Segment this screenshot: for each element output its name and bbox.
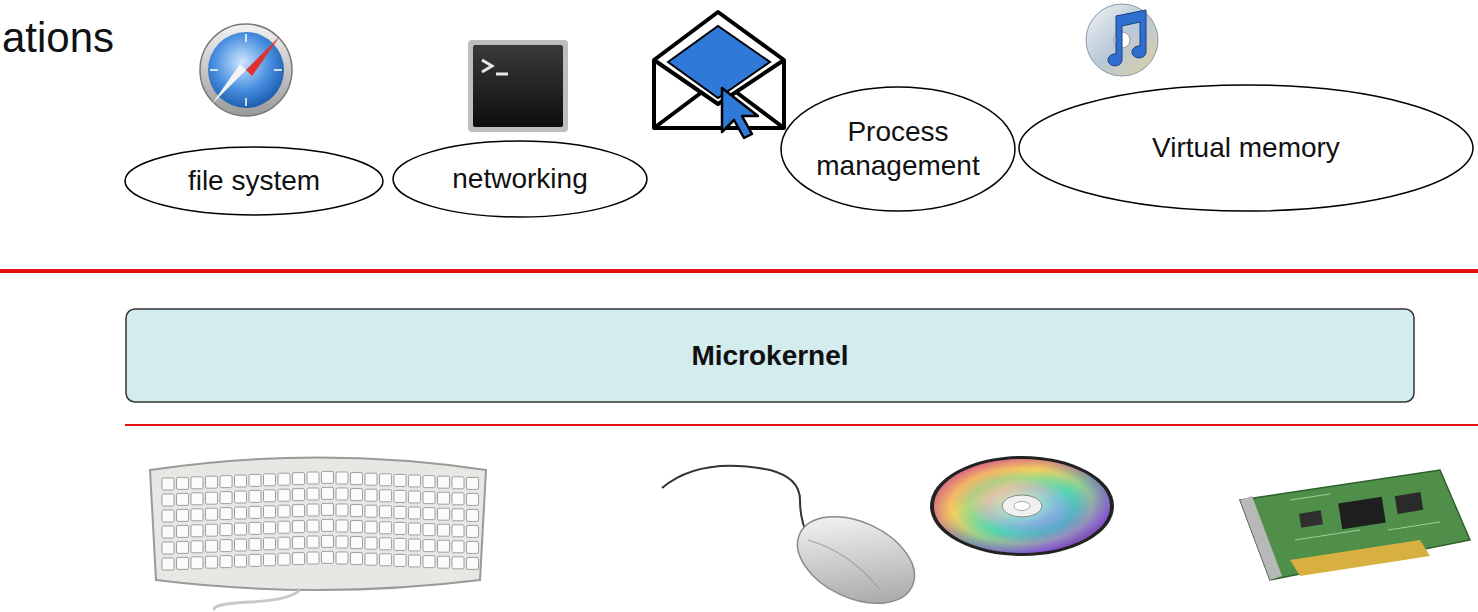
text-group: networking bbox=[452, 162, 587, 196]
keyboard-picture bbox=[150, 458, 486, 611]
outline bbox=[125, 147, 383, 215]
service-name: Virtual memory bbox=[1152, 131, 1340, 165]
terminal-icon bbox=[468, 40, 568, 132]
outline bbox=[126, 309, 1414, 402]
section-heading: ations bbox=[2, 14, 114, 62]
boundary-line bbox=[125, 424, 1478, 426]
service-ellipse: Process management bbox=[780, 86, 1016, 212]
ellipse-outline bbox=[780, 86, 1016, 212]
outline bbox=[1019, 85, 1473, 211]
service-name: file system bbox=[188, 164, 320, 198]
service-ellipse: Virtual memory bbox=[1018, 84, 1474, 212]
music-icon bbox=[1086, 4, 1158, 76]
mail-icon bbox=[654, 12, 784, 138]
text-group: Virtual memory bbox=[1152, 131, 1340, 165]
outline bbox=[393, 141, 647, 217]
text-group: file system bbox=[188, 164, 320, 198]
text-group: Process management bbox=[813, 115, 983, 182]
text-group: Microkernel bbox=[691, 339, 848, 373]
service-ellipse: file system bbox=[124, 146, 384, 216]
boundary-line bbox=[0, 269, 1478, 273]
service-ellipse: networking bbox=[392, 140, 648, 218]
service-name: networking bbox=[452, 162, 587, 196]
kernel-box: Microkernel bbox=[125, 308, 1415, 403]
expansion-card-picture bbox=[1240, 470, 1470, 580]
mouse-picture bbox=[662, 466, 928, 612]
service-name: Process management bbox=[813, 115, 983, 182]
browser-icon bbox=[200, 24, 292, 116]
outline bbox=[781, 87, 1015, 211]
disc-picture bbox=[930, 456, 1114, 556]
kernel-title: Microkernel bbox=[691, 339, 848, 373]
